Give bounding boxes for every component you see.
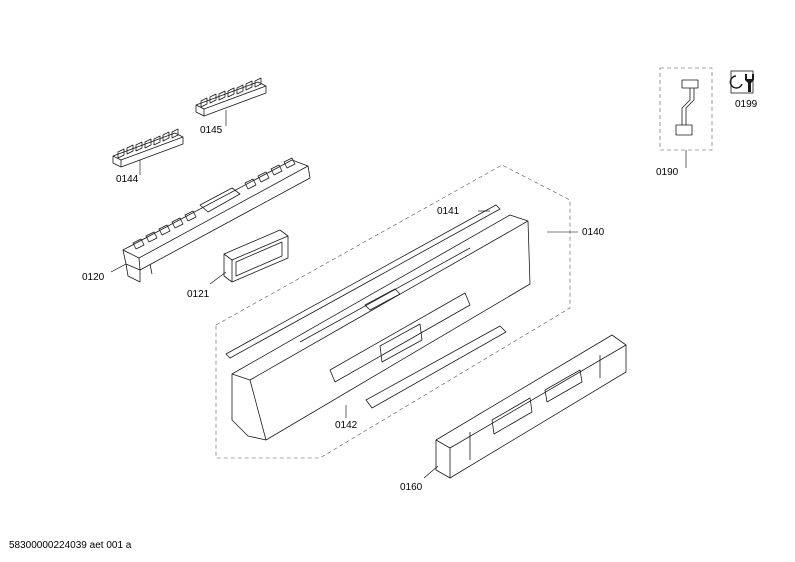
label-0160: 0160 (400, 482, 423, 493)
leader-0121 (209, 271, 227, 285)
part-0140-control-panel[interactable] (231, 214, 531, 441)
part-0121-display-cover[interactable] (223, 229, 289, 283)
part-0190-cable-harness[interactable] (659, 67, 713, 151)
label-0145: 0145 (200, 125, 223, 136)
part-0142-lower-trim[interactable] (365, 325, 507, 409)
part-0141-trim-strip[interactable] (225, 204, 501, 359)
part-0120-electronic-module[interactable] (122, 157, 311, 283)
label-0144: 0144 (116, 174, 139, 185)
label-0140: 0140 (582, 227, 605, 238)
part-0144-button-strip[interactable] (112, 128, 184, 168)
label-0142: 0142 (335, 420, 358, 431)
drawing-reference-number: 58300000224039 aet 001 a (9, 540, 132, 551)
label-0120: 0120 (82, 272, 105, 283)
leader-0160 (423, 465, 439, 479)
part-0145-button-strip[interactable] (195, 77, 267, 117)
label-0199: 0199 (735, 99, 758, 110)
label-0190: 0190 (656, 167, 679, 178)
label-0141: 0141 (437, 206, 460, 217)
part-0199-service-wrench-icon[interactable] (729, 70, 754, 94)
group-outline-0140 (215, 164, 571, 459)
label-0121: 0121 (187, 289, 210, 300)
part-0160-bracket-frame[interactable] (435, 334, 627, 479)
leader-0120 (110, 263, 127, 273)
